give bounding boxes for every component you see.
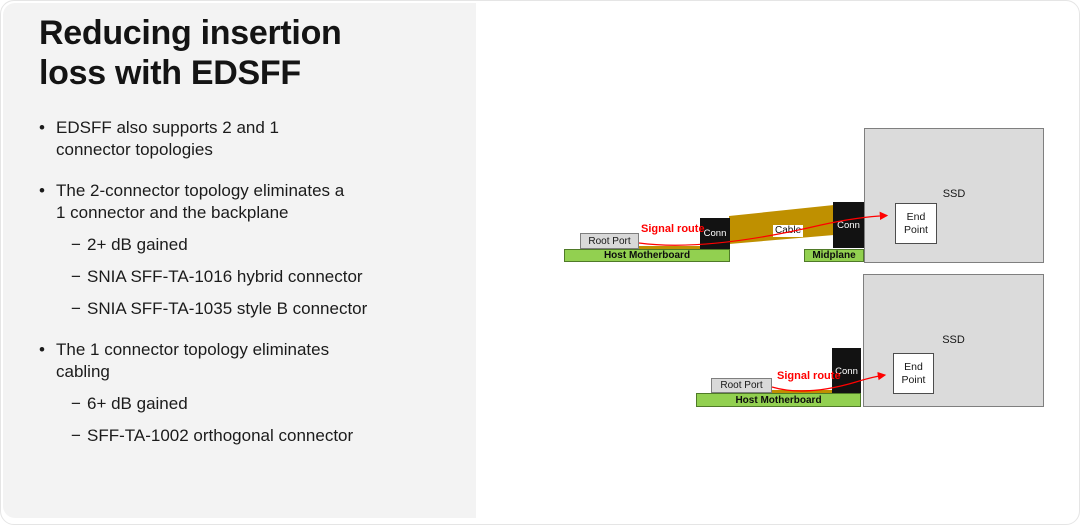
endpoint-box-bottom: End Point bbox=[893, 353, 934, 394]
endpoint-label-line2: Point bbox=[904, 223, 928, 236]
bullet-text: EDSFF also supports 2 and 1 bbox=[56, 118, 280, 137]
bullet-text: 2+ dB gained bbox=[87, 235, 188, 254]
bullet-text: The 1 connector topology eliminates bbox=[56, 340, 330, 359]
endpoint-label-line1: End bbox=[904, 360, 923, 373]
host-motherboard-bar-bottom: Host Motherboard bbox=[696, 393, 861, 407]
dash-glyph: − bbox=[71, 394, 81, 413]
bullet-text: SNIA SFF-TA-1016 hybrid connector bbox=[87, 267, 363, 286]
bullet-text: SFF-TA-1002 orthogonal connector bbox=[87, 426, 354, 445]
bullet-glyph: • bbox=[39, 181, 45, 200]
list-item: • The 1 connector topology eliminates cab… bbox=[39, 339, 439, 383]
title-line-1: Reducing insertion bbox=[39, 14, 342, 52]
signal-route-label-top: Signal route bbox=[641, 223, 705, 235]
list-item: − 6+ dB gained bbox=[71, 393, 439, 415]
bullet-text: The 2-connector topology eliminates a bbox=[56, 181, 345, 200]
bullet-glyph: • bbox=[39, 118, 45, 137]
endpoint-label-line1: End bbox=[906, 210, 926, 223]
host-motherboard-bar-top: Host Motherboard bbox=[564, 249, 730, 262]
list-item: • EDSFF also supports 2 and 1 connector t… bbox=[39, 117, 439, 161]
ssd-label-bottom: SSD bbox=[942, 334, 965, 346]
text-panel bbox=[3, 3, 476, 518]
dash-glyph: − bbox=[71, 426, 81, 445]
bullet-text: connector topologies bbox=[56, 140, 213, 159]
midplane-bar: Midplane bbox=[804, 249, 864, 262]
bullet-glyph: • bbox=[39, 340, 45, 359]
endpoint-label-line2: Point bbox=[901, 373, 926, 386]
signal-route-label-bottom: Signal route bbox=[777, 370, 841, 382]
bullet-text: SNIA SFF-TA-1035 style B connector bbox=[87, 299, 368, 318]
cable-label: Cable bbox=[773, 225, 804, 237]
endpoint-box-top: End Point bbox=[895, 203, 937, 244]
dash-glyph: − bbox=[71, 299, 81, 318]
page-title: Reducing insertion loss with EDSFF bbox=[39, 13, 439, 93]
list-item: − 2+ dB gained bbox=[71, 234, 439, 256]
list-item: − SFF-TA-1002 orthogonal connector bbox=[71, 425, 439, 447]
dash-glyph: − bbox=[71, 235, 81, 254]
title-line-2: loss with EDSFF bbox=[39, 54, 301, 92]
ssd-box-top bbox=[864, 128, 1044, 263]
list-item: − SNIA SFF-TA-1035 style B connector bbox=[71, 298, 439, 320]
bullet-list: • EDSFF also supports 2 and 1 connector t… bbox=[39, 117, 439, 447]
ssd-label-top: SSD bbox=[942, 188, 966, 200]
bullet-text: cabling bbox=[56, 362, 110, 381]
list-item: − SNIA SFF-TA-1016 hybrid connector bbox=[71, 266, 439, 288]
root-port-box-bottom: Root Port bbox=[711, 378, 772, 393]
bullet-text: 6+ dB gained bbox=[87, 394, 188, 413]
root-port-box-top: Root Port bbox=[580, 233, 639, 249]
dash-glyph: − bbox=[71, 267, 81, 286]
bullet-text: 1 connector and the backplane bbox=[56, 203, 289, 222]
list-item: • The 2-connector topology eliminates a 1… bbox=[39, 180, 439, 224]
connector-right-top: Conn bbox=[833, 202, 864, 248]
